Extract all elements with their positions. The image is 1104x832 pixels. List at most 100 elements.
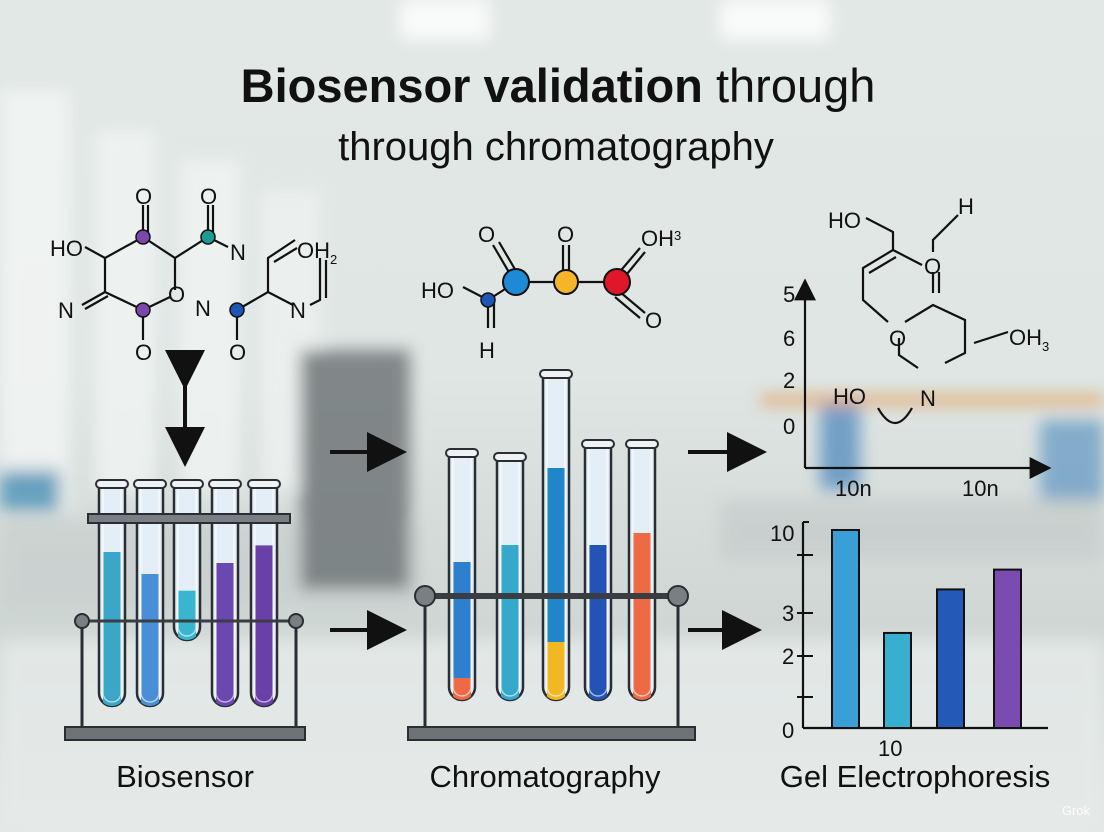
x-tick-label: 10n xyxy=(962,476,999,501)
y-tick-label: 2 xyxy=(783,368,795,393)
atom-label: HO xyxy=(421,278,454,303)
x-tick-label: 10n xyxy=(835,476,872,501)
y-tick-label: 6 xyxy=(783,326,795,351)
watermark-logo: Grok xyxy=(1062,803,1091,818)
title: Biosensor validation through xyxy=(241,59,876,112)
arrows xyxy=(165,350,767,650)
atom-teal xyxy=(200,229,216,245)
atom-blue-small xyxy=(480,292,496,308)
tube-liquid xyxy=(633,533,651,700)
test-tube-rack-biosensor xyxy=(64,479,306,741)
atom-label: HO xyxy=(833,384,866,409)
tube-rim xyxy=(170,479,204,489)
atom-purple xyxy=(135,229,151,245)
tube-rim xyxy=(208,479,242,489)
atom-yellow xyxy=(553,269,579,295)
atom-label: HO xyxy=(828,208,861,233)
bar xyxy=(831,529,860,729)
atom-label: O xyxy=(557,222,574,247)
tube-rim xyxy=(581,439,615,449)
tube-liquid xyxy=(547,468,565,642)
bar xyxy=(883,631,912,730)
test-tube-rack-chromatography xyxy=(407,369,696,741)
atom-label: O xyxy=(889,326,906,351)
tube-rim xyxy=(247,479,281,489)
rack-knob xyxy=(288,613,304,629)
x-tick-label: 10 xyxy=(878,736,902,761)
tube-highlight xyxy=(177,486,197,637)
atom-label: O xyxy=(168,282,185,307)
bar xyxy=(936,588,965,730)
rack-knob xyxy=(667,585,689,607)
tube-liquid xyxy=(216,563,234,706)
y-tick-label: 5 xyxy=(783,282,795,307)
label-chromatography: Chromatography xyxy=(430,759,661,794)
tube-highlight xyxy=(452,455,472,697)
plot-top: 5 6 2 0 10n 10n xyxy=(783,278,1052,501)
rack-top-bar xyxy=(87,513,291,524)
atom-label: N xyxy=(195,296,211,321)
tube-highlight xyxy=(254,486,274,703)
rack-knob xyxy=(74,613,90,629)
y-tick-label: 0 xyxy=(783,414,795,439)
atom-label: O xyxy=(478,222,495,247)
rack-knob xyxy=(414,585,436,607)
atom-label: N xyxy=(58,298,74,323)
molecule-left: O O HO N OH2 N O N N O O xyxy=(50,184,337,365)
tube-highlight xyxy=(588,446,608,697)
tube-rim xyxy=(133,479,167,489)
tube-highlight xyxy=(140,486,160,703)
atom-red xyxy=(603,268,631,296)
tube-highlight xyxy=(102,486,122,703)
atom-label: O xyxy=(229,340,246,365)
atom-label: O xyxy=(135,340,152,365)
molecule-right: HO H O O OH3 HO N xyxy=(828,194,1049,425)
tube-rim xyxy=(445,448,479,458)
tube-liquid xyxy=(453,562,471,678)
atom-label: H xyxy=(479,338,495,363)
atom-label: N xyxy=(230,240,246,265)
tube-highlight xyxy=(546,376,566,697)
atom-label: O xyxy=(200,184,217,209)
atom-label: O xyxy=(924,254,941,279)
tube-liquid xyxy=(103,552,121,706)
tube-rim xyxy=(539,369,573,379)
y-tick-label: 10 xyxy=(770,521,794,546)
atom-label: O xyxy=(135,184,152,209)
atom-label: HO xyxy=(50,236,83,261)
atom-blue xyxy=(229,302,245,318)
atom-label: H xyxy=(958,194,974,219)
tube-highlight xyxy=(215,486,235,703)
bar xyxy=(993,568,1022,729)
tube-liquid xyxy=(178,590,196,640)
tube-highlight xyxy=(500,459,520,697)
subtitle: through chromatography xyxy=(338,125,774,169)
atom-label: OH2 xyxy=(297,238,337,267)
bar-chart: 10 3 2 0 10 xyxy=(770,521,1048,761)
molecule-middle: O O OH3 HO H O xyxy=(421,222,681,363)
y-tick-label: 0 xyxy=(782,718,794,743)
rack-base xyxy=(407,726,696,741)
tube-rim xyxy=(95,479,129,489)
tube-liquid xyxy=(589,545,607,700)
tube-liquid xyxy=(547,642,565,700)
y-tick-label: 2 xyxy=(782,644,794,669)
atom-blue xyxy=(502,268,530,296)
tube-liquid xyxy=(255,545,273,706)
atom-label: N xyxy=(920,386,936,411)
atom-label: N xyxy=(290,298,306,323)
atom-label: OH3 xyxy=(1009,325,1049,354)
y-tick-label: 3 xyxy=(782,601,794,626)
tube-liquid xyxy=(501,545,519,700)
tube-highlight xyxy=(632,446,652,697)
atom-label: O xyxy=(645,308,662,333)
tube-rim xyxy=(625,439,659,449)
atom-purple xyxy=(135,302,151,318)
atom-label: OH3 xyxy=(641,226,681,251)
rack-base xyxy=(64,726,306,741)
tube-liquid xyxy=(141,574,159,706)
label-gel-electrophoresis: Gel Electrophoresis xyxy=(780,759,1051,794)
